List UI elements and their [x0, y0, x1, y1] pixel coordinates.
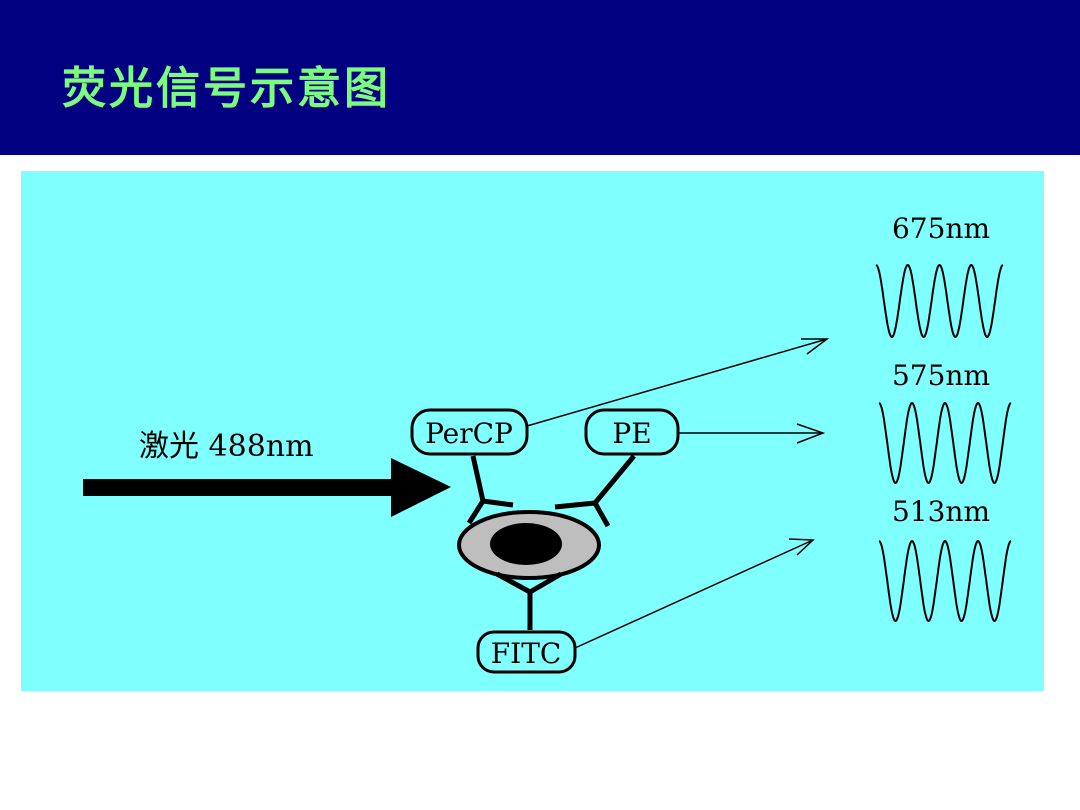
fluorescence-diagram: 激光 488nm PerCP PE — [83, 212, 1012, 674]
header-bar: 荧光信号示意图 — [0, 0, 1080, 155]
wavelength-675-label: 675nm — [892, 212, 990, 245]
pe-label: PE — [612, 417, 651, 450]
antibody-pe — [554, 454, 636, 528]
antibody-percp — [466, 455, 514, 525]
fitc-label: FITC — [491, 637, 562, 670]
fitc-tag — [476, 630, 577, 674]
wave-675 — [875, 263, 1004, 339]
pe-tag — [584, 408, 680, 456]
wave-575 — [878, 401, 1012, 485]
cell-nucleus — [490, 523, 562, 565]
laser-arrow-head — [391, 458, 451, 517]
emission-arrow-fitc — [574, 538, 815, 649]
antibody-fitc — [495, 571, 563, 630]
laser-label: 激光 488nm — [139, 429, 314, 464]
diagram-panel: 激光 488nm PerCP PE — [21, 171, 1044, 691]
emission-arrow-pe — [678, 423, 826, 444]
wavelength-513-label: 513nm — [892, 495, 990, 528]
wave-513 — [878, 539, 1012, 623]
emission-arrow-percp — [526, 338, 830, 427]
page-title: 荧光信号示意图 — [62, 63, 391, 114]
laser-arrow-shaft — [83, 479, 395, 496]
percp-label: PerCP — [425, 417, 513, 450]
wavelength-575-label: 575nm — [892, 359, 990, 392]
percp-tag — [410, 408, 529, 456]
